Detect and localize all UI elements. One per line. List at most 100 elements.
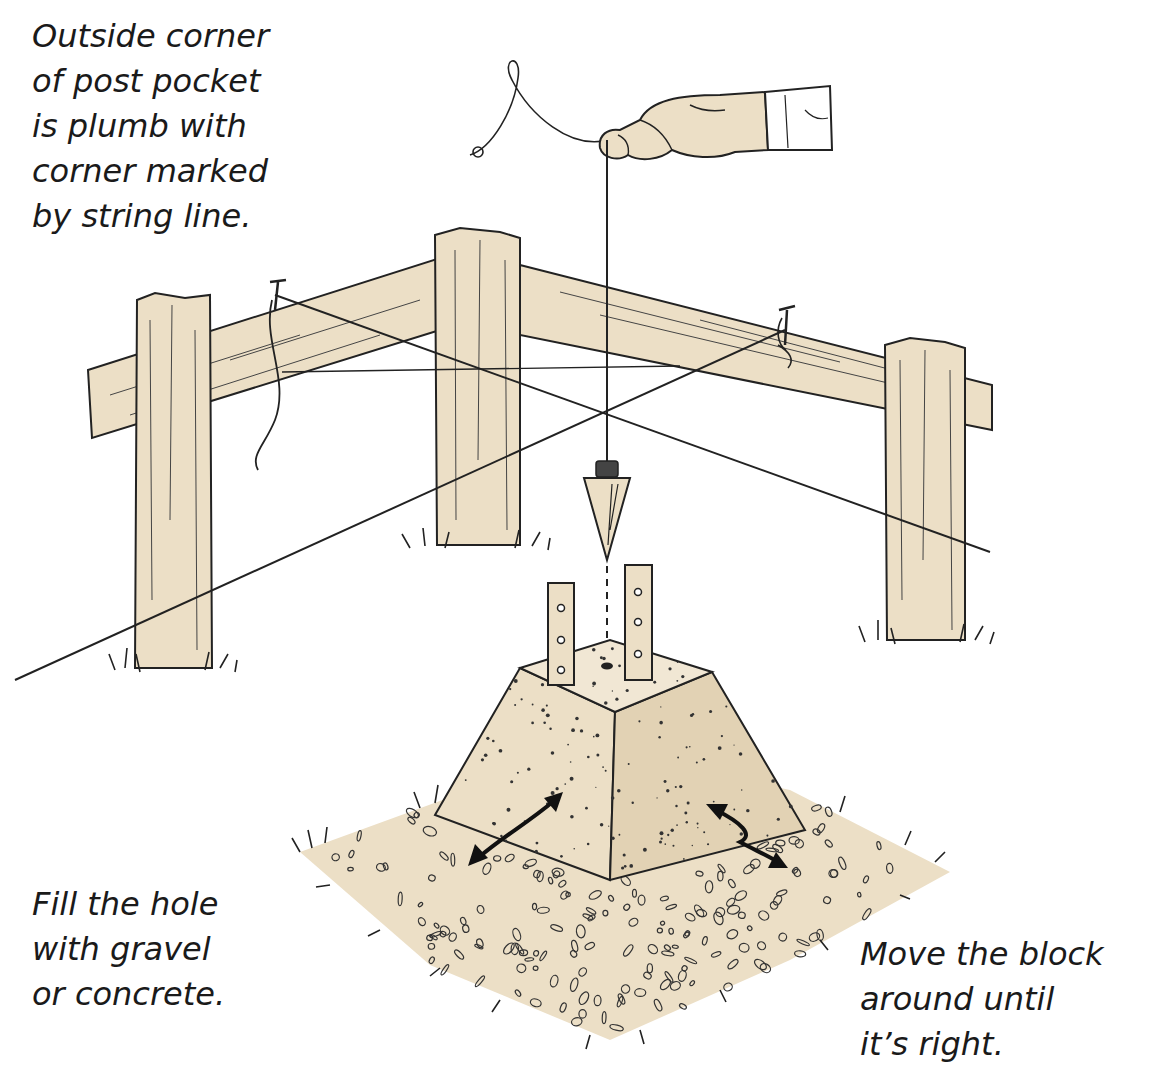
concrete-speck xyxy=(628,763,630,765)
pebble xyxy=(689,980,695,987)
pebble xyxy=(769,900,779,910)
concrete-speck xyxy=(676,680,678,682)
pebble xyxy=(727,878,736,888)
pebble xyxy=(440,964,450,976)
pebble xyxy=(702,936,708,945)
pebble xyxy=(661,950,674,956)
concrete-speck xyxy=(687,801,690,804)
pebble xyxy=(356,830,362,841)
concrete-speck xyxy=(746,809,749,812)
hand xyxy=(600,92,768,159)
pebble xyxy=(756,940,767,951)
pebble xyxy=(753,957,768,971)
pebble xyxy=(823,896,832,905)
pebble xyxy=(504,853,515,863)
concrete-speck xyxy=(664,780,667,783)
pebble xyxy=(830,869,838,878)
concrete-speck xyxy=(580,729,583,732)
pebble xyxy=(711,951,722,958)
pebble xyxy=(757,909,770,922)
pebble xyxy=(628,917,640,928)
pebble xyxy=(569,977,579,992)
concrete-speck xyxy=(514,679,518,683)
concrete-speck xyxy=(612,690,613,691)
concrete-speck xyxy=(677,757,679,759)
pebble xyxy=(647,964,652,973)
pebble xyxy=(653,998,663,1012)
concrete-speck xyxy=(697,823,699,825)
pebble xyxy=(524,858,537,868)
concrete-speck xyxy=(660,706,661,707)
concrete-speck xyxy=(510,780,513,783)
pebble xyxy=(668,928,673,935)
stake-post xyxy=(135,293,212,668)
bolt-hole xyxy=(558,637,565,644)
pebble xyxy=(646,943,659,956)
pebble xyxy=(696,909,708,918)
concrete-speck xyxy=(681,675,684,678)
concrete-speck xyxy=(484,753,488,757)
concrete-speck xyxy=(733,809,735,811)
wood-grain xyxy=(455,240,507,530)
move-arrow xyxy=(478,800,555,858)
shirt-cuff xyxy=(765,86,832,150)
pebble xyxy=(722,981,733,992)
concrete-speck xyxy=(697,827,698,828)
pebble xyxy=(677,970,687,983)
pebble xyxy=(539,950,548,961)
concrete-speck xyxy=(546,713,550,717)
pebble xyxy=(537,907,549,914)
concrete-speck xyxy=(677,662,679,664)
pebble xyxy=(816,929,824,941)
concrete-speck xyxy=(664,843,666,845)
concrete-speck xyxy=(684,812,687,815)
concrete-speck xyxy=(656,797,657,798)
concrete-speck xyxy=(629,864,633,868)
string-end xyxy=(256,300,280,470)
concrete-speck xyxy=(535,850,538,853)
concrete-speck xyxy=(626,689,629,692)
concrete-speck xyxy=(564,783,566,785)
concrete-speck xyxy=(611,837,614,840)
pebble xyxy=(715,907,726,918)
concrete-speck xyxy=(608,826,609,827)
concrete-speck xyxy=(549,728,551,730)
string-wrap xyxy=(778,318,791,368)
concrete-speck xyxy=(520,698,522,700)
pebble xyxy=(453,949,465,961)
pebble xyxy=(679,1003,688,1010)
pebble xyxy=(695,871,703,877)
pebble xyxy=(577,966,588,977)
concrete-speck xyxy=(672,845,674,847)
pebble xyxy=(559,890,570,901)
concrete-speck xyxy=(621,866,624,869)
note-label: Fill the hole with gravel or concrete. xyxy=(32,882,237,1017)
concrete-speck xyxy=(653,681,656,684)
wood-grain xyxy=(150,305,197,650)
pebble xyxy=(588,889,603,901)
concrete-speck xyxy=(686,746,688,748)
pebble xyxy=(609,1023,624,1031)
pebble xyxy=(511,927,522,941)
pebble xyxy=(876,841,881,850)
concrete-speck xyxy=(602,657,605,660)
concrete-speck xyxy=(632,802,634,804)
pebble xyxy=(837,856,847,870)
concrete-speck xyxy=(771,779,775,783)
concrete-speck xyxy=(766,835,768,837)
concrete-speck xyxy=(733,744,734,745)
pebble xyxy=(796,938,810,946)
concrete-speck xyxy=(596,754,599,757)
concrete-speck xyxy=(541,683,544,686)
pebble xyxy=(665,903,677,910)
pebble xyxy=(594,995,601,1006)
concrete-speck xyxy=(509,688,511,690)
concrete-speck xyxy=(679,785,682,788)
concrete-speck xyxy=(570,815,574,819)
pebble xyxy=(433,922,439,929)
pebble xyxy=(428,874,436,881)
pebble xyxy=(816,823,826,834)
pebble xyxy=(857,892,861,897)
concrete-speck xyxy=(592,682,596,686)
